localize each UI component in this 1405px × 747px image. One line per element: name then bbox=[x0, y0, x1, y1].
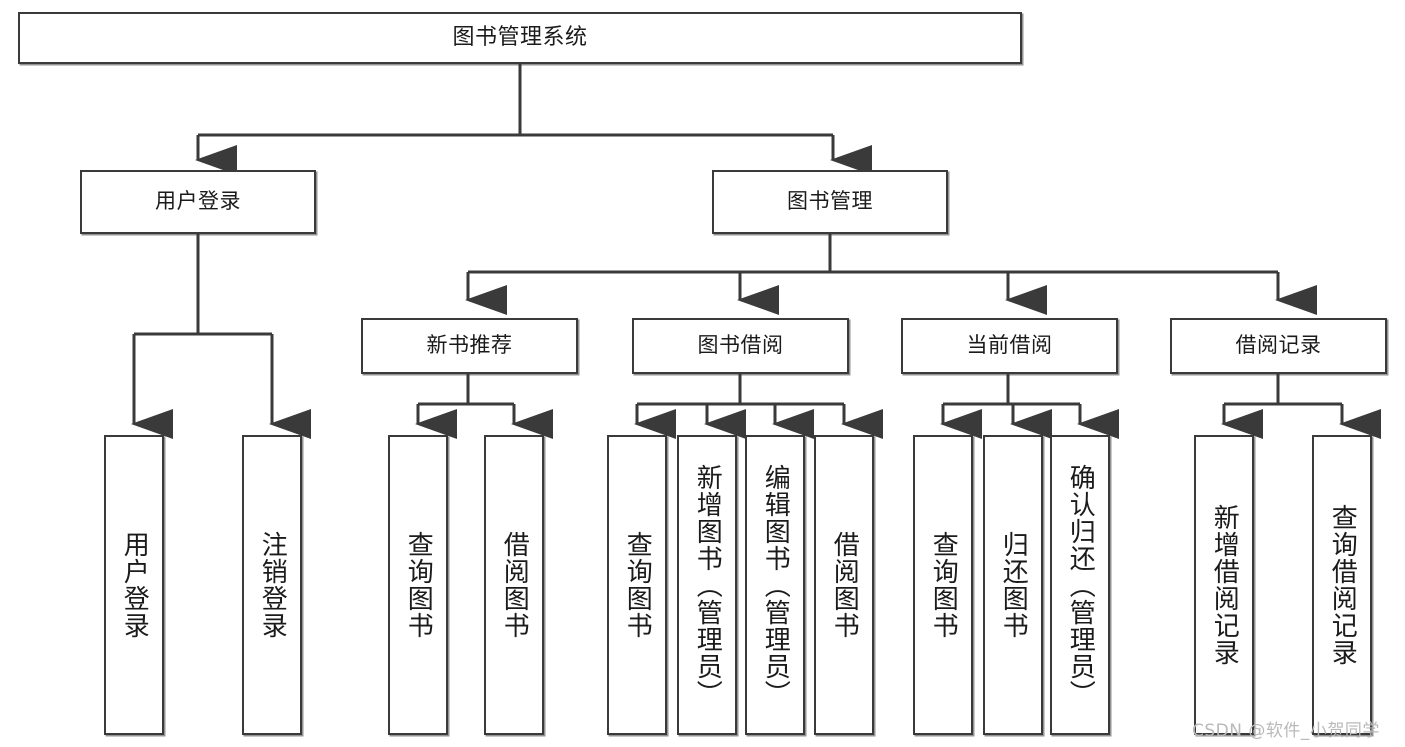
node-new-book-recommend[interactable]: 新书推荐 bbox=[361, 318, 578, 374]
leaf-query-book-borrow[interactable]: 查询图书 bbox=[607, 435, 667, 735]
leaf-add-borrow-record[interactable]: 新增借阅记录 bbox=[1194, 435, 1254, 735]
node-label: 用户登录 bbox=[119, 531, 150, 639]
leaf-query-book-current[interactable]: 查询图书 bbox=[913, 435, 973, 735]
node-label: 查询图书 bbox=[403, 531, 434, 639]
node-label: 查询图书 bbox=[928, 531, 959, 639]
node-borrow-record[interactable]: 借阅记录 bbox=[1170, 318, 1387, 374]
node-label: 图书管理 bbox=[787, 189, 873, 214]
node-label: 归还图书 bbox=[998, 531, 1029, 639]
node-user-login[interactable]: 用户登录 bbox=[80, 170, 316, 234]
node-label: 用户登录 bbox=[155, 189, 241, 214]
leaf-confirm-return-admin[interactable]: 确认归还（管理员） bbox=[1050, 435, 1110, 735]
node-label: 编辑图书（管理员） bbox=[760, 463, 791, 707]
node-label: 当前借阅 bbox=[966, 333, 1053, 358]
node-current-borrow[interactable]: 当前借阅 bbox=[901, 318, 1118, 374]
leaf-user-login[interactable]: 用户登录 bbox=[104, 435, 164, 735]
node-root-system[interactable]: 图书管理系统 bbox=[18, 12, 1022, 64]
leaf-add-book-admin[interactable]: 新增图书（管理员） bbox=[677, 435, 737, 735]
node-label: 图书管理系统 bbox=[452, 24, 588, 50]
node-label: 查询借阅记录 bbox=[1327, 504, 1358, 666]
node-label: 注销登录 bbox=[257, 531, 288, 639]
node-label: 借阅记录 bbox=[1235, 333, 1322, 358]
node-label: 查询图书 bbox=[622, 531, 653, 639]
node-label: 借阅图书 bbox=[499, 531, 530, 639]
node-book-borrow[interactable]: 图书借阅 bbox=[632, 318, 849, 374]
leaf-query-borrow-record[interactable]: 查询借阅记录 bbox=[1312, 435, 1372, 735]
leaf-borrow-book-recommend[interactable]: 借阅图书 bbox=[484, 435, 544, 735]
leaf-return-book[interactable]: 归还图书 bbox=[983, 435, 1043, 735]
leaf-logout[interactable]: 注销登录 bbox=[242, 435, 302, 735]
node-label: 新书推荐 bbox=[426, 333, 513, 358]
leaf-query-book-recommend[interactable]: 查询图书 bbox=[388, 435, 448, 735]
leaf-borrow-book[interactable]: 借阅图书 bbox=[814, 435, 874, 735]
watermark: CSDN @软件_小贺同学 bbox=[1192, 721, 1380, 741]
node-book-management[interactable]: 图书管理 bbox=[712, 170, 948, 234]
node-label: 新增借阅记录 bbox=[1209, 504, 1240, 666]
node-label: 借阅图书 bbox=[829, 531, 860, 639]
node-label: 确认归还（管理员） bbox=[1065, 463, 1096, 707]
node-label: 图书借阅 bbox=[697, 333, 784, 358]
node-label: 新增图书（管理员） bbox=[692, 463, 723, 707]
leaf-edit-book-admin[interactable]: 编辑图书（管理员） bbox=[745, 435, 805, 735]
